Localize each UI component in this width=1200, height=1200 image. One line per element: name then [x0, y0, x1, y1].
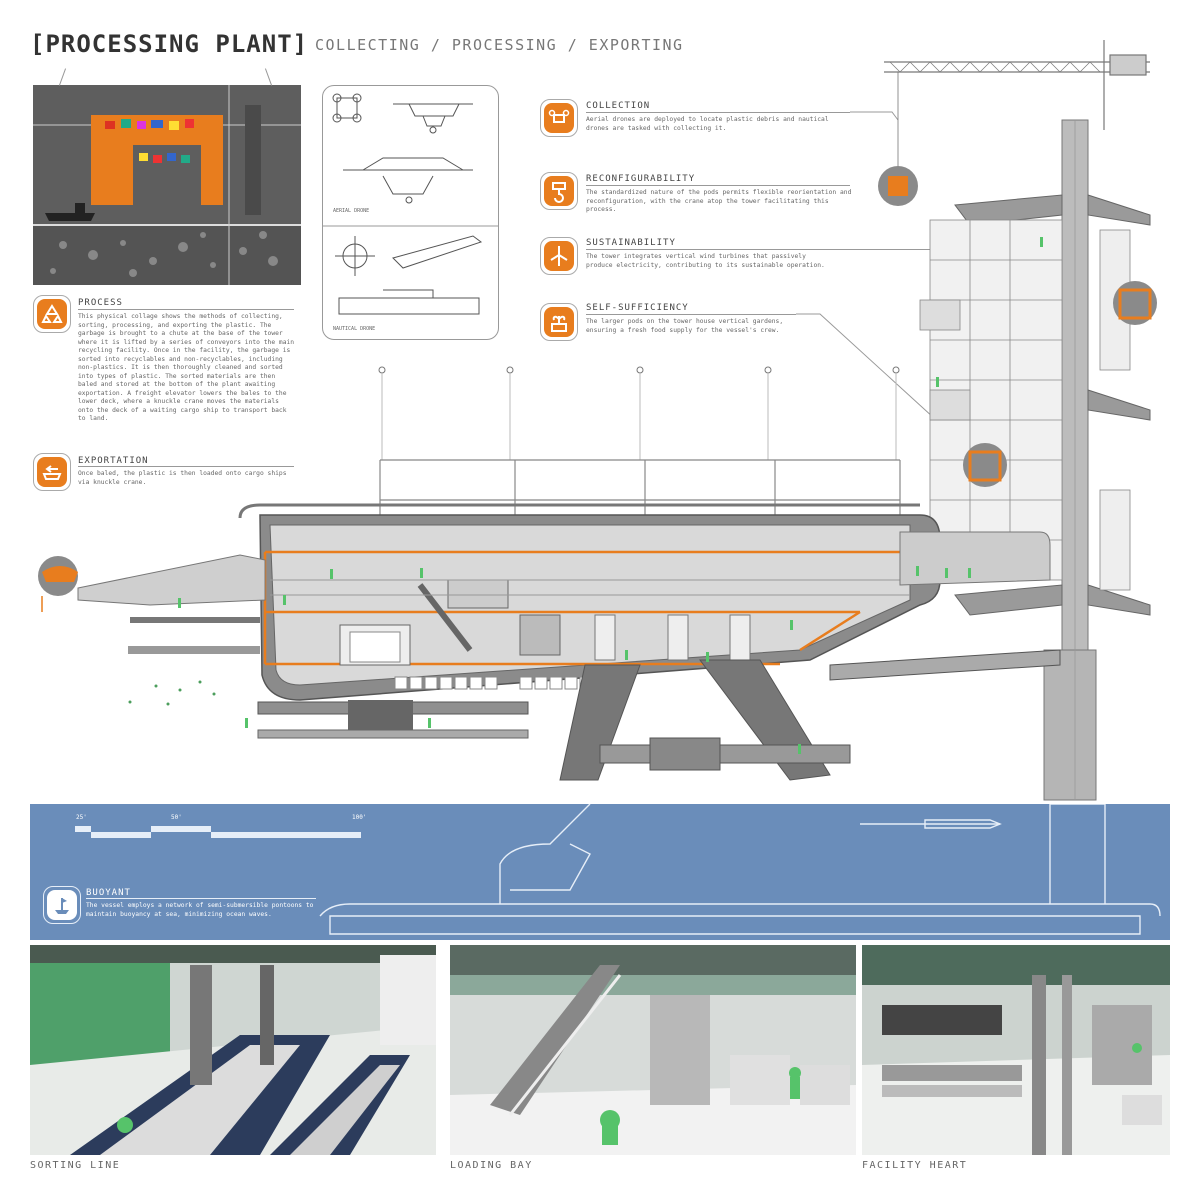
plant-section-drawing — [38, 40, 1157, 801]
process-heading: PROCESS — [78, 298, 123, 308]
collection-icon-ring — [540, 99, 578, 137]
process-text: This physical collage shows the methods … — [78, 313, 295, 422]
scale-25: 25' — [76, 814, 87, 821]
main-tower — [1043, 119, 1097, 801]
self-sufficiency-text: The larger pods on the tower house verti… — [586, 318, 784, 334]
self-sufficiency-rule — [586, 314, 796, 315]
sustainability-rule — [586, 249, 946, 250]
exportation-heading: EXPORTATION — [78, 456, 149, 466]
scale-100: 100' — [352, 814, 367, 821]
buoyant-heading: BUOYANT — [86, 888, 131, 898]
roof-railing — [379, 459, 901, 515]
sustainability-heading: SUSTAINABILITY — [586, 238, 676, 248]
drone-icon — [544, 103, 574, 133]
loading-bay-render — [450, 945, 856, 1155]
bale-elevator — [348, 700, 413, 730]
self-sufficiency-heading: SELF-SUFFICIENCY — [586, 303, 689, 313]
wind-turbine-icon — [544, 241, 574, 271]
drone-panel: AERIAL DRONE NAUTICAL DRONE — [322, 85, 499, 340]
sorting-line-caption: SORTING LINE — [30, 1160, 121, 1171]
collection-leader — [850, 111, 899, 121]
buoyant-text: The vessel employs a network of semi-sub… — [86, 902, 314, 918]
bird-markers — [128, 680, 216, 706]
facility-heart-render — [862, 945, 1170, 1155]
pendant-markers — [378, 366, 900, 460]
sustainability-text: The tower integrates vertical wind turbi… — [586, 253, 825, 269]
reconfigurability-text: The standardized nature of the pods perm… — [586, 189, 852, 213]
tower-crane — [884, 40, 1150, 170]
exportation-icon-ring — [33, 453, 71, 491]
buoyant-icon-ring — [43, 886, 81, 924]
facility-heart-caption: FACILITY HEART — [862, 1160, 968, 1171]
sorting-line-render — [30, 945, 436, 1155]
sorting-line-photo — [30, 945, 436, 1155]
cargo-ship-icon — [37, 457, 67, 487]
tower-highlights — [878, 166, 1157, 487]
facility-heart-photo — [862, 945, 1170, 1155]
recycle-icon — [37, 299, 67, 329]
reconfigurability-rule — [586, 185, 850, 186]
support-legs — [559, 649, 1061, 781]
pontoon-outline — [75, 804, 1161, 935]
exportation-text: Once baled, the plastic is then loaded o… — [78, 470, 287, 486]
scale-50: 50' — [171, 814, 182, 821]
crane-hook-icon — [544, 176, 574, 206]
water-band: 25' 50' 100' BUOYANT The vessel employs … — [30, 804, 1170, 940]
sustainability-icon-ring — [540, 237, 578, 275]
buoy-icon — [47, 890, 77, 920]
vessel-hull — [238, 503, 1040, 701]
collection-rule — [586, 112, 850, 113]
human-figures — [178, 237, 1043, 754]
exportation-heading-rule — [78, 466, 294, 467]
page-subtitle: COLLECTING / PROCESSING / EXPORTING — [315, 36, 684, 54]
drone-sketches — [323, 93, 498, 315]
buoyant-rule — [86, 898, 316, 899]
collection-text: Aerial drones are deployed to locate pla… — [586, 116, 829, 132]
process-icon-ring — [33, 295, 71, 333]
loading-bay-caption: LOADING BAY — [450, 1160, 533, 1171]
reconfigurability-heading: RECONFIGURABILITY — [586, 174, 696, 184]
page-title: [PROCESSING PLANT] — [30, 30, 309, 58]
nautical-drone-label: NAUTICAL DRONE — [333, 326, 376, 332]
collage-photo — [33, 85, 301, 285]
reconfigurability-icon-ring — [540, 172, 578, 210]
self-sufficiency-leader — [796, 313, 981, 461]
collage-illustration — [33, 85, 301, 285]
aerial-drone-label: AERIAL DRONE — [333, 208, 370, 214]
plant-icon — [544, 307, 574, 337]
self-sufficiency-icon-ring — [540, 303, 578, 341]
collection-heading: COLLECTION — [586, 101, 651, 111]
process-heading-rule — [78, 309, 294, 310]
intake-chute — [38, 554, 266, 654]
loading-bay-photo — [450, 945, 856, 1155]
